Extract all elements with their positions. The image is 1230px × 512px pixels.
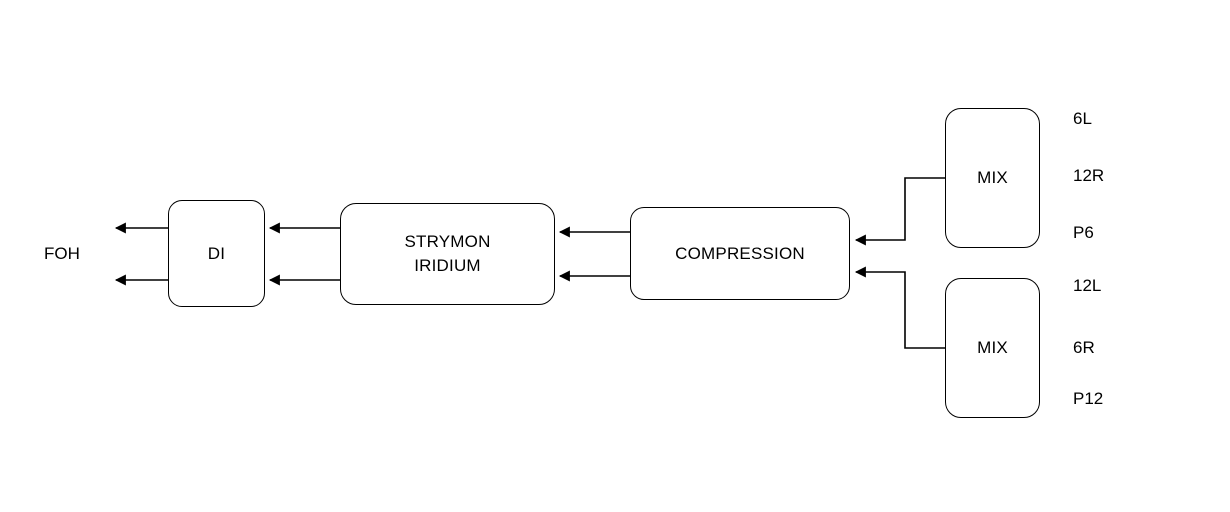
- strymon-iridium-label-line1: STRYMON: [404, 232, 491, 252]
- di-box: DI: [168, 200, 265, 307]
- compression-box: COMPRESSION: [630, 207, 850, 300]
- mix-bottom-label: MIX: [977, 338, 1008, 358]
- arrow-mixbottom-to-compression: [854, 266, 945, 349]
- mix-bottom-box: MIX: [945, 278, 1040, 418]
- strymon-iridium-box: STRYMON IRIDIUM: [340, 203, 555, 305]
- mix-top-output-12r: 12R: [1073, 166, 1105, 185]
- mix-bottom-output-12l: 12L: [1073, 276, 1102, 295]
- mix-top-output-6l: 6L: [1073, 109, 1092, 128]
- compression-label: COMPRESSION: [675, 243, 805, 263]
- mix-bottom-output-p12: P12: [1073, 389, 1104, 408]
- mix-top-box: MIX: [945, 108, 1040, 248]
- strymon-iridium-label-line2: IRIDIUM: [414, 256, 481, 275]
- mix-bottom-output-6r: 6R: [1073, 338, 1095, 357]
- arrow-mixtop-to-compression: [854, 177, 945, 246]
- mix-top-label: MIX: [977, 168, 1008, 188]
- di-box-label: DI: [207, 243, 226, 263]
- foh-label: FOH: [44, 244, 80, 263]
- mix-top-output-p6: P6: [1073, 223, 1094, 242]
